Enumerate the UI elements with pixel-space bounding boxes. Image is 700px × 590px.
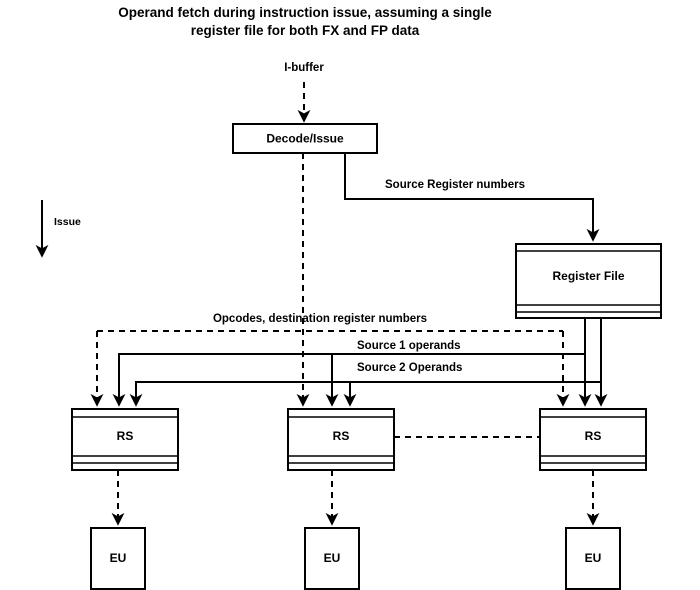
diagram-title-line-1: Operand fetch during instruction issue, … xyxy=(118,5,492,20)
decode-issue-label: Decode/Issue xyxy=(266,132,344,146)
issue-direction-arrow-group: Issue xyxy=(35,200,81,258)
source-register-numbers-edge xyxy=(344,153,600,242)
eu3-box xyxy=(565,527,621,590)
rs1-box xyxy=(71,408,179,471)
decode-issue-node: Decode/Issue xyxy=(232,123,378,154)
i-buffer-label: I-buffer xyxy=(284,62,324,74)
eu2-node: EU xyxy=(304,527,360,590)
opcodes-destination-label: Opcodes, destination register numbers xyxy=(213,313,427,325)
eu1-node: EU xyxy=(90,527,146,590)
rs1-label: RS xyxy=(117,429,134,443)
source-1-to-rs1-edge xyxy=(112,353,585,407)
rs3-node: RS xyxy=(539,408,647,471)
issue-label: Issue xyxy=(54,216,81,228)
register-file-label: Register File xyxy=(552,269,624,283)
rs3-box xyxy=(539,408,647,471)
eu1-label: EU xyxy=(110,551,127,565)
rs1-node: RS xyxy=(71,408,179,471)
register-file-node: Register File xyxy=(515,243,662,319)
eu3-node: EU xyxy=(565,527,621,590)
diagram-title-line-2: register file for both FX and FP data xyxy=(191,23,420,38)
source-register-numbers-label: Source Register numbers xyxy=(385,179,525,191)
rs3-label: RS xyxy=(585,429,602,443)
eu2-label: EU xyxy=(324,551,341,565)
eu1-box xyxy=(90,527,146,590)
source-2-operands-label: Source 2 Operands xyxy=(357,362,462,374)
source-2-to-rs1-edge xyxy=(129,381,601,407)
eu3-label: EU xyxy=(585,551,602,565)
decode-issue-box xyxy=(232,123,378,154)
rs2-box xyxy=(287,408,395,471)
rs2-label: RS xyxy=(333,429,350,443)
source-1-operands-label: Source 1 operands xyxy=(357,340,461,352)
rs2-node: RS xyxy=(287,408,395,471)
eu2-box xyxy=(304,527,360,590)
